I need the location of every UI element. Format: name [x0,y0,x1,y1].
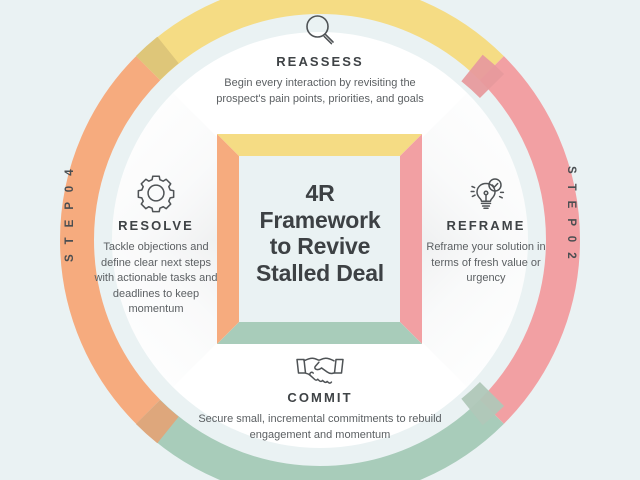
center-title-line-3: to Revive [269,233,371,260]
frame-edge-right [400,134,422,344]
frame-edge-left [217,134,239,344]
center-title-line-1: 4R [305,180,335,206]
center-title-line-2: Framework [259,206,381,233]
ring-segment-right [479,56,580,424]
section-body-reassess: Begin every interaction by revisiting th… [216,77,424,105]
magnifier-icon [190,8,450,50]
section-reassess[interactable]: REASSESS Begin every interaction by revi… [190,8,450,107]
center-title: 4R Framework to Revive Stalled Deal [237,180,403,287]
center-title-line-4: Stalled Deal [256,260,384,287]
section-resolve[interactable]: RESOLVE Tackle objections and define cle… [94,172,218,318]
ring-segment-top [136,0,504,81]
section-reframe[interactable]: REFRAME Reframe your solution in terms o… [424,172,548,287]
frame-edge-bottom [217,322,422,344]
ring-join-bottom-right [461,381,505,426]
section-title-commit: COMMIT [287,390,353,405]
section-title-reassess: REASSESS [276,54,364,69]
section-body-commit: Secure small, incremental commitments to… [198,413,442,441]
step-label-02: S T E P 0 2 [565,166,577,262]
handshake-icon [196,344,444,386]
section-commit[interactable]: COMMIT Secure small, incremental commitm… [196,344,444,443]
center-panel [239,156,400,322]
ring-join-bottom-left [135,399,179,444]
section-body-reframe: Reframe your solution in terms of fresh … [426,241,546,285]
ring-segment-left [60,56,161,424]
frame-edge-top [217,134,422,156]
ring-join-top-right [461,54,505,99]
gear-icon [94,172,218,214]
center-square-frame [217,134,422,344]
ring-segment-bottom [136,399,504,480]
step-label-04: S T E P 0 4 [64,166,76,262]
section-title-reframe: REFRAME [446,218,526,233]
ring-join-top-left [135,36,179,81]
section-title-resolve: RESOLVE [118,218,194,233]
section-body-resolve: Tackle objections and define clear next … [94,241,218,316]
lightbulb-check-icon [424,172,548,214]
